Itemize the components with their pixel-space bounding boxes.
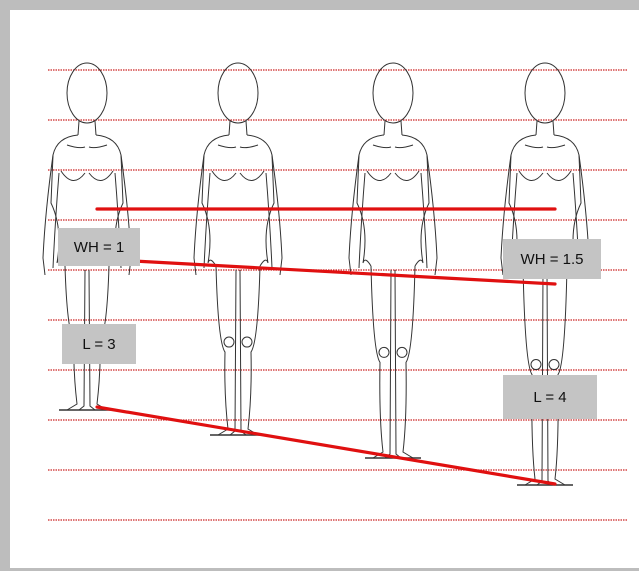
leg-length-label-short: L = 3 (62, 324, 136, 364)
leg-length-label-long: L = 4 (503, 375, 597, 419)
hip-line (97, 259, 555, 284)
figure-2 (194, 63, 282, 435)
body-proportion-diagram (10, 10, 639, 581)
foot-line (97, 407, 555, 484)
measurement-lines (97, 209, 555, 484)
waist-hip-label-short: WH = 1 (58, 228, 140, 266)
waist-hip-label-long: WH = 1.5 (503, 239, 601, 279)
figure-3 (349, 63, 437, 458)
horizontal-guide-lines (48, 70, 628, 520)
